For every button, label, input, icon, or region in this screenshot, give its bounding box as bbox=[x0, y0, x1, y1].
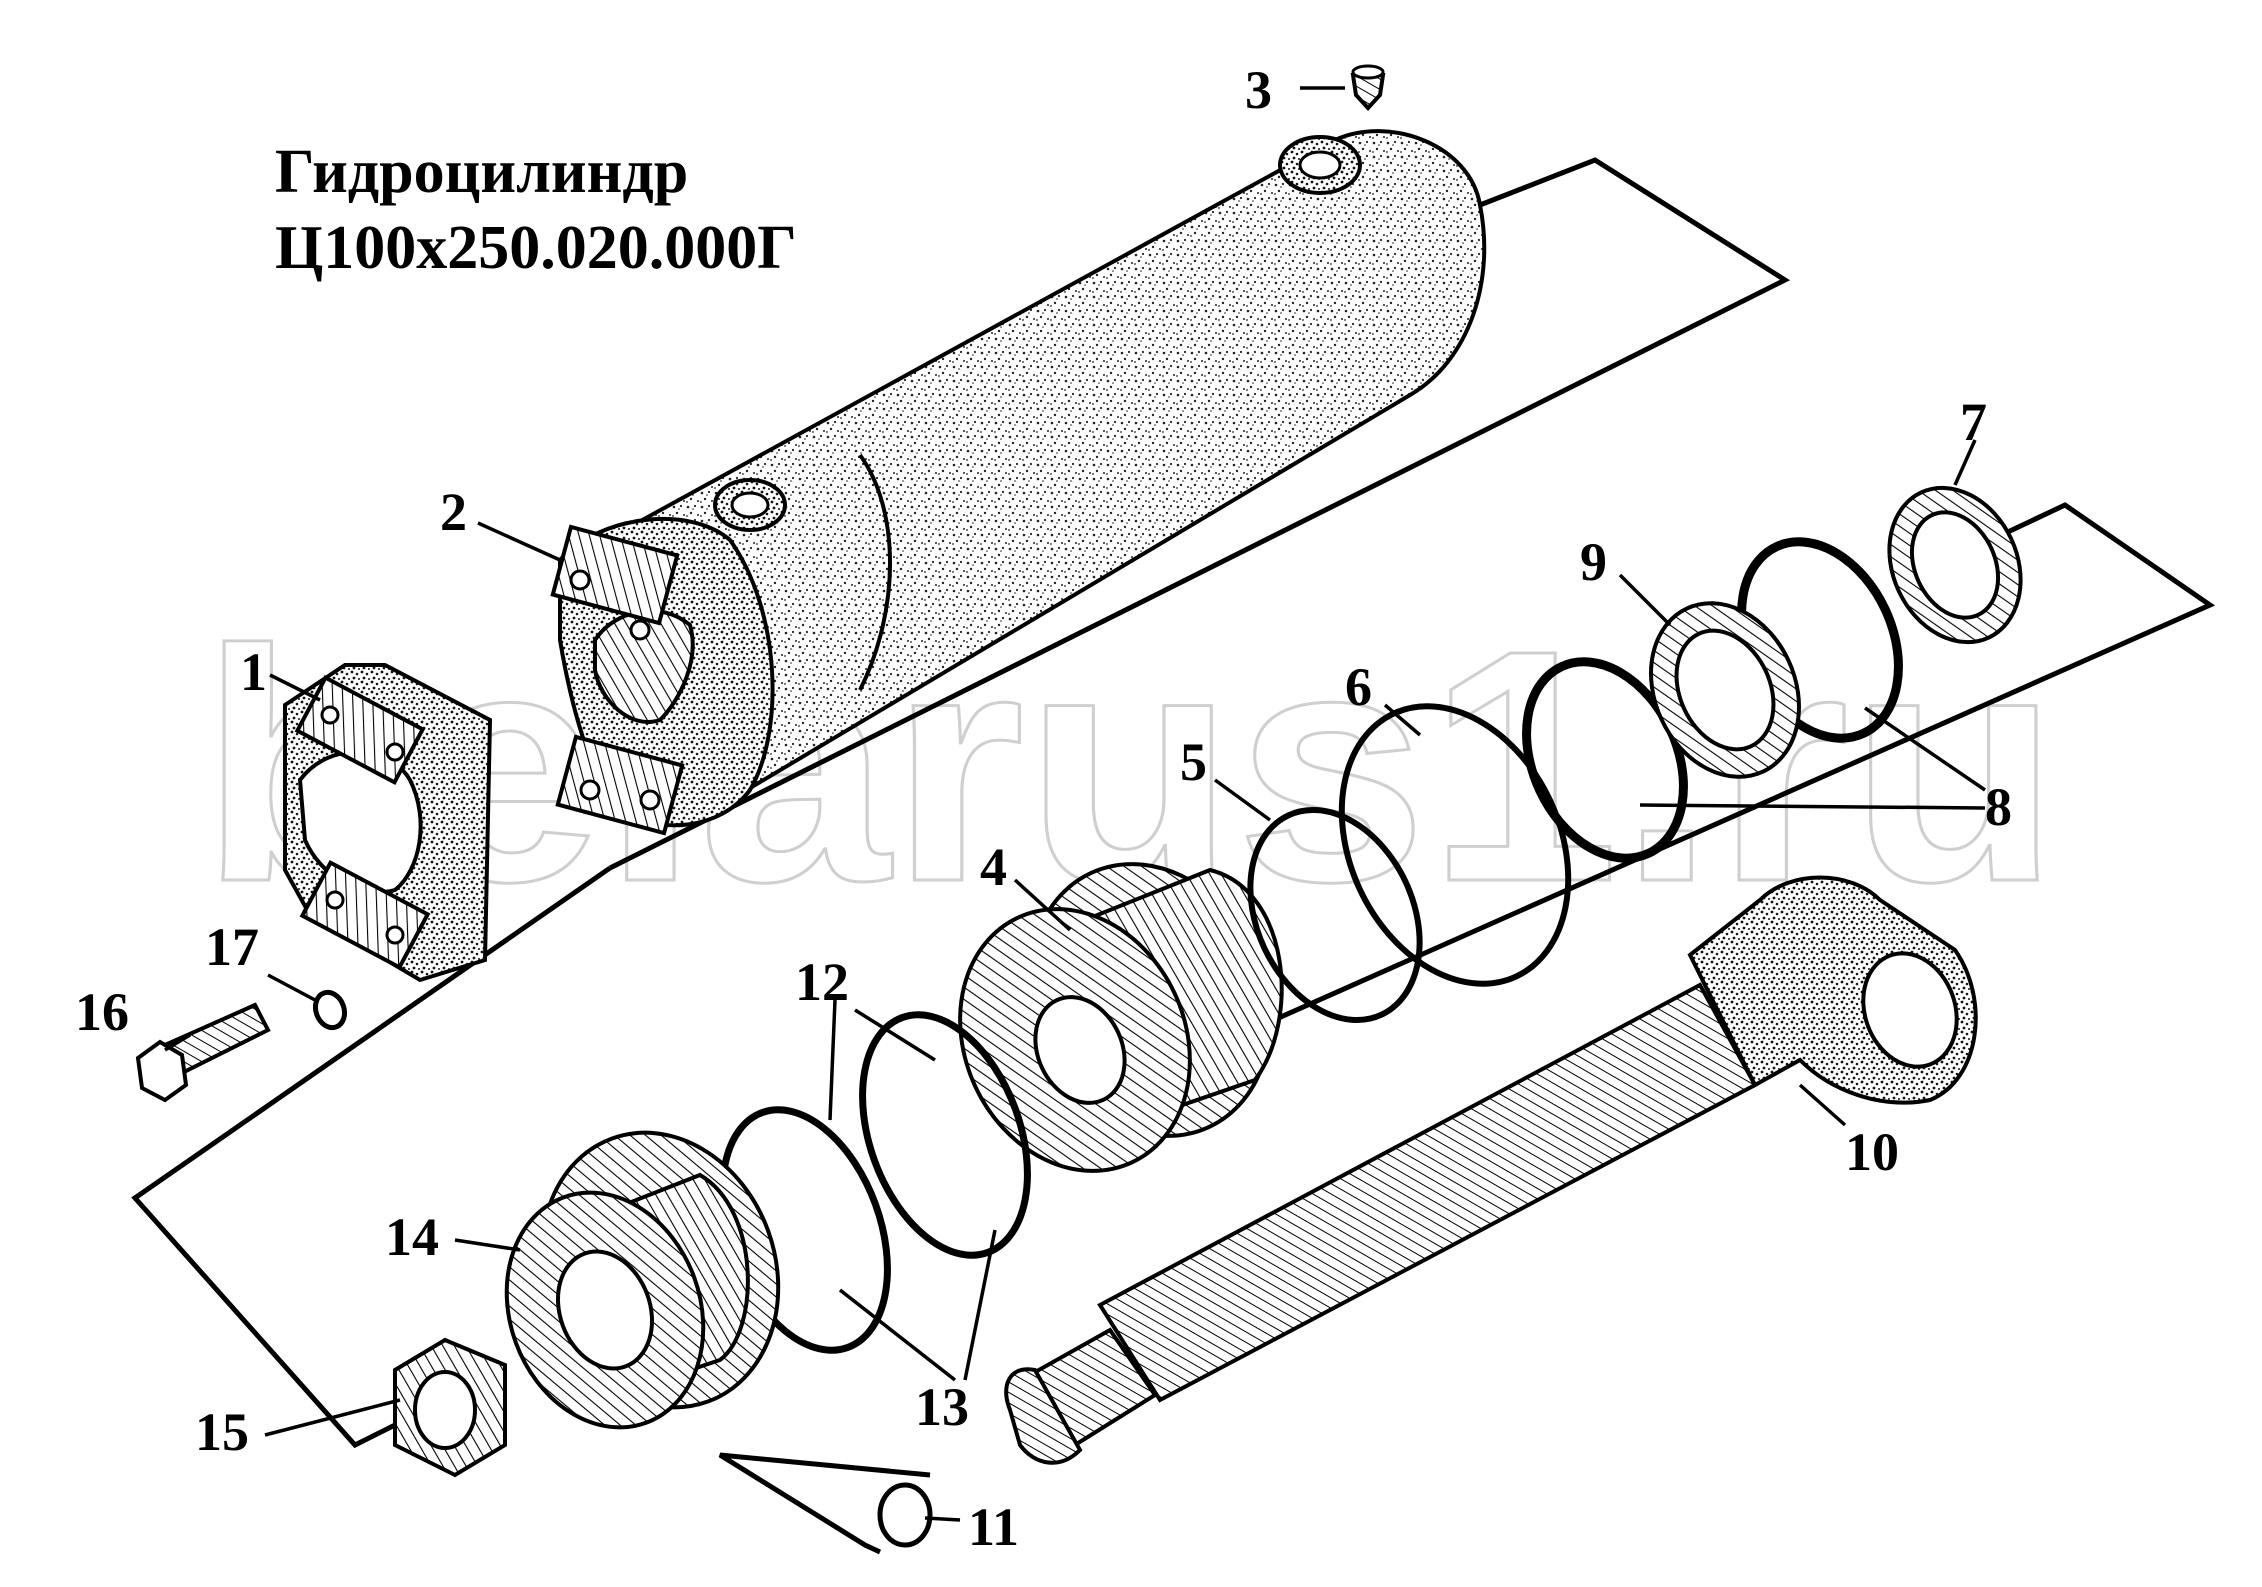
o-ring-11 bbox=[877, 1482, 933, 1548]
cylinder-head bbox=[504, 1130, 781, 1430]
callout-3: 3 bbox=[1245, 60, 1272, 120]
assembly-line-right bbox=[1193, 502, 2216, 1058]
callout-13: 13 bbox=[915, 1377, 969, 1437]
cylinder-body bbox=[550, 129, 1487, 836]
title-line-1: Гидроцилиндр bbox=[275, 138, 688, 206]
clamp-half bbox=[283, 663, 493, 983]
callout-7: 7 bbox=[1960, 392, 1987, 452]
assembly-line-bottom bbox=[718, 1452, 931, 1555]
leader-lines bbox=[164, 86, 1986, 1522]
wiper-ring-7 bbox=[1887, 485, 2023, 645]
callout-17: 17 bbox=[205, 917, 259, 977]
nut bbox=[393, 1337, 507, 1478]
callout-4: 4 bbox=[980, 837, 1007, 897]
assembly-line-lower bbox=[131, 865, 612, 1449]
callout-6: 6 bbox=[1345, 657, 1372, 717]
callout-1: 1 bbox=[240, 642, 267, 702]
callout-9: 9 bbox=[1580, 532, 1607, 592]
callout-11: 11 bbox=[968, 1497, 1019, 1557]
o-ring-5 bbox=[1247, 806, 1423, 1024]
callout-8: 8 bbox=[1985, 777, 2012, 837]
bolt bbox=[135, 1002, 271, 1103]
ring-12b bbox=[859, 1011, 1031, 1259]
assembly-line-upper bbox=[608, 157, 1791, 871]
guide-ring-9 bbox=[1649, 601, 1801, 779]
callout-14: 14 bbox=[385, 1207, 439, 1267]
piston-rod bbox=[1004, 875, 1978, 1465]
spring-washer bbox=[312, 989, 348, 1031]
callout-15: 15 bbox=[195, 1402, 249, 1462]
callout-2: 2 bbox=[440, 482, 467, 542]
callout-12: 12 bbox=[795, 952, 849, 1012]
diagram-title: Гидроцилиндр Ц100х250.020.000Г bbox=[275, 138, 797, 282]
title-line-2: Ц100х250.020.000Г bbox=[275, 214, 797, 282]
callout-5: 5 bbox=[1180, 732, 1207, 792]
callout-labels: 1 2 3 4 5 6 7 8 9 10 11 12 13 14 15 16 1… bbox=[75, 60, 2012, 1557]
plug bbox=[1350, 64, 1386, 111]
callout-10: 10 bbox=[1845, 1122, 1899, 1182]
callout-16: 16 bbox=[75, 982, 129, 1042]
